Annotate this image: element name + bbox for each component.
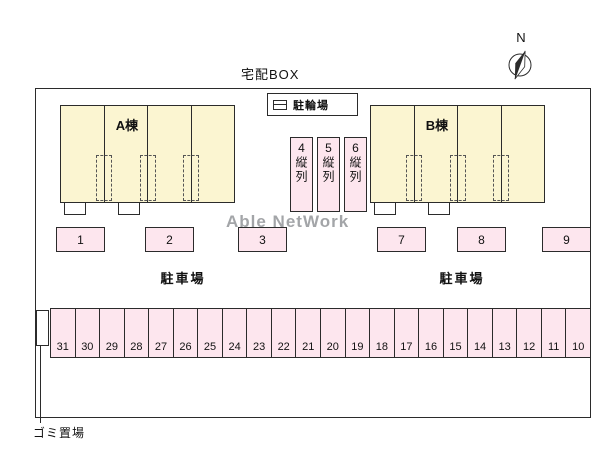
staircase-outline <box>449 155 466 201</box>
parking-space: 12 <box>516 309 541 357</box>
parking-space-3: 3 <box>238 227 287 252</box>
parking-space: 13 <box>491 309 517 357</box>
parking-space-4: 4 縦列 <box>290 137 313 212</box>
compass-icon <box>508 50 532 80</box>
north-label: N <box>516 30 526 45</box>
parking-space-7: 7 <box>377 227 426 252</box>
watermark: Able NetWork <box>226 212 350 231</box>
building-a-label: A棟 <box>115 118 139 133</box>
space-number: 4 <box>298 141 305 155</box>
parking-space: 22 <box>270 309 296 357</box>
parking-space-1: 1 <box>56 227 105 252</box>
entrance-porch <box>428 202 450 215</box>
parking-space: 14 <box>467 309 492 357</box>
tandem-label: 縦列 <box>348 156 362 184</box>
building-b-label: B棟 <box>425 118 449 133</box>
parking-space: 18 <box>369 309 394 357</box>
parking-space-6: 6 縦列 <box>344 137 367 212</box>
garbage-leader-line <box>40 346 41 423</box>
space-number: 5 <box>325 141 332 155</box>
building-b: B棟 <box>370 105 545 215</box>
building-b-unit <box>371 106 415 202</box>
entrance-porch <box>374 202 396 215</box>
building-a-unit <box>148 106 192 202</box>
entrance-porch <box>64 202 86 215</box>
staircase-outline <box>182 155 199 201</box>
parking-space: 26 <box>172 309 198 357</box>
building-a-unit <box>105 106 148 202</box>
bicycle-parking-label: 駐輪場 <box>293 99 329 112</box>
staircase-outline <box>492 155 509 201</box>
parking-space: 16 <box>418 309 443 357</box>
parking-space: 24 <box>221 309 247 357</box>
parking-space: 17 <box>393 309 419 357</box>
parking-space: 25 <box>197 309 222 357</box>
staircase-outline <box>96 155 113 201</box>
parking-space-5: 5 縦列 <box>317 137 340 212</box>
space-number: 6 <box>352 141 359 155</box>
parking-space: 29 <box>99 309 124 357</box>
parking-space: 27 <box>148 309 173 357</box>
parking-space: 28 <box>123 309 149 357</box>
staircase-outline <box>139 155 156 201</box>
parking-space: 20 <box>320 309 345 357</box>
entrance-porch <box>118 202 140 215</box>
building-b-unit <box>458 106 502 202</box>
building-a-unit <box>61 106 105 202</box>
tandem-label: 縦列 <box>294 156 308 184</box>
parking-space: 19 <box>344 309 370 357</box>
tandem-label: 縦列 <box>321 156 335 184</box>
delivery-box-icon-line <box>274 103 286 105</box>
parking-lot-label-right: 駐車場 <box>439 271 485 286</box>
plan-boundary <box>35 88 591 418</box>
garbage-area-box <box>36 310 49 346</box>
parking-lot-label-left: 駐車場 <box>160 271 206 286</box>
staircase-outline <box>406 155 423 201</box>
delivery-box-label: 宅配BOX <box>241 67 300 82</box>
parking-space: 10 <box>565 309 590 357</box>
parking-space-2: 2 <box>145 227 194 252</box>
parking-space: 15 <box>442 309 468 357</box>
parking-space-8: 8 <box>457 227 506 252</box>
bicycle-parking-area: 駐輪場 <box>267 93 358 116</box>
delivery-box-icon <box>273 99 287 110</box>
building-a: A棟 <box>60 105 235 215</box>
parking-space: 11 <box>540 309 566 357</box>
tandem-parking-group: 4 縦列 5 縦列 6 縦列 <box>290 137 367 212</box>
parking-space: 23 <box>246 309 271 357</box>
garbage-area-label: ゴミ置場 <box>33 426 86 440</box>
parking-space-9: 9 <box>542 227 591 252</box>
parking-space: 31 <box>56 341 69 353</box>
parking-space: 30 <box>74 309 100 357</box>
parking-space: 21 <box>295 309 320 357</box>
building-b-unit <box>415 106 458 202</box>
